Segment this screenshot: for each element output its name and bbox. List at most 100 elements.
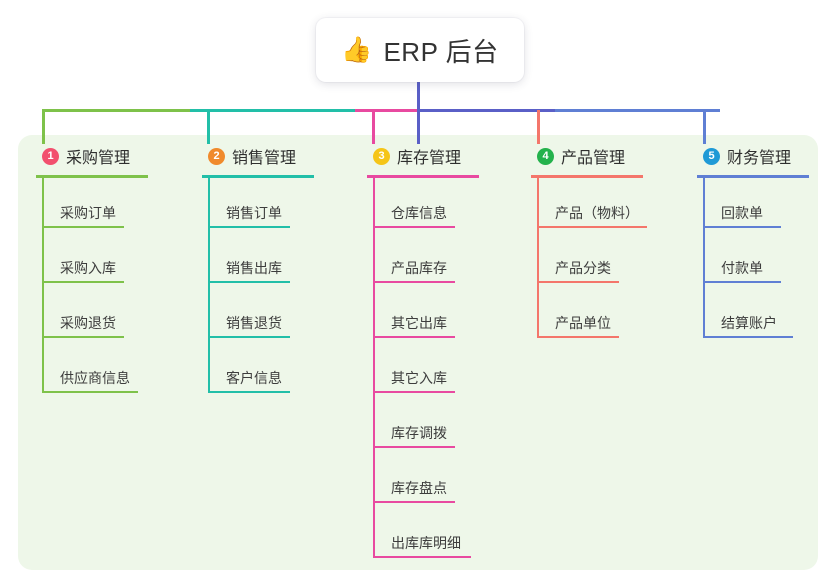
leaf-item-label: 采购入库 — [60, 260, 116, 276]
bus-segment-2 — [190, 109, 355, 112]
branch-stem-2 — [207, 110, 210, 144]
branch-column-4: 4 产品管理产品（物料） 产品分类产品单位 — [531, 144, 691, 343]
leaf-item-underline — [373, 501, 455, 503]
leaf-item-underline — [42, 391, 138, 393]
leaf-item-underline — [42, 281, 124, 283]
leaf-item[interactable]: 回款单 — [697, 178, 837, 233]
leaf-item[interactable]: 客户信息 — [202, 343, 352, 398]
leaf-item[interactable]: 出库库明细 — [367, 508, 522, 563]
leaf-item[interactable]: 采购入库 — [36, 233, 186, 288]
leaf-item-label: 出库库明细 — [391, 535, 461, 551]
branch-title-4: 产品管理 — [561, 150, 626, 167]
branch-title-5: 财务管理 — [727, 150, 792, 167]
leaf-item[interactable]: 产品（物料） — [531, 178, 691, 233]
leaf-item[interactable]: 产品分类 — [531, 233, 691, 288]
leaf-item[interactable]: 仓库信息 — [367, 178, 522, 233]
leaf-item[interactable]: 产品单位 — [531, 288, 691, 343]
leaf-item[interactable]: 库存盘点 — [367, 453, 522, 508]
leaf-item-underline — [373, 446, 455, 448]
leaf-item[interactable]: 库存调拨 — [367, 398, 522, 453]
branch-spine-2 — [208, 178, 210, 393]
branch-stem-4 — [537, 110, 540, 144]
branch-underline-1 — [36, 175, 148, 178]
leaf-item-label: 其它入库 — [391, 370, 447, 386]
leaf-item-label: 产品分类 — [555, 260, 611, 276]
leaf-item-label: 结算账户 — [721, 315, 777, 331]
leaf-item[interactable]: 销售退货 — [202, 288, 352, 343]
branch-items-5: 回款单付款单结算账户 — [697, 178, 837, 343]
branch-badge-3: 3 — [373, 147, 390, 165]
leaf-item-label: 库存调拨 — [391, 425, 447, 441]
branch-stem-1 — [42, 110, 45, 144]
leaf-item-underline — [373, 336, 455, 338]
leaf-item-underline — [703, 336, 793, 338]
branch-spine-1 — [42, 178, 44, 393]
branch-underline-4 — [531, 175, 643, 178]
branch-underline-3 — [367, 175, 479, 178]
branch-spine-3 — [373, 178, 375, 558]
leaf-item-underline — [208, 226, 290, 228]
trunk-connector — [417, 80, 420, 110]
leaf-item-underline — [537, 336, 619, 338]
leaf-item-label: 仓库信息 — [391, 205, 447, 221]
leaf-item[interactable]: 供应商信息 — [36, 343, 186, 398]
leaf-item-underline — [373, 391, 455, 393]
leaf-item-underline — [208, 281, 290, 283]
leaf-item-label: 供应商信息 — [60, 370, 130, 386]
leaf-item[interactable]: 销售订单 — [202, 178, 352, 233]
branch-underline-2 — [202, 175, 314, 178]
branch-badge-4: 4 — [537, 147, 554, 165]
leaf-item-label: 产品单位 — [555, 315, 611, 331]
bus-segment-3 — [355, 109, 418, 112]
branch-badge-1: 1 — [42, 147, 59, 165]
leaf-item[interactable]: 其它入库 — [367, 343, 522, 398]
bus-segment-5 — [555, 109, 720, 112]
branch-header-4[interactable]: 4 产品管理 — [531, 144, 691, 168]
root-node-title: ERP 后台 — [383, 36, 499, 67]
leaf-item-underline — [373, 556, 471, 558]
bus-segment-1 — [42, 109, 190, 112]
branch-items-1: 采购订单采购入库采购退货供应商信息 — [36, 178, 186, 398]
leaf-item-label: 销售退货 — [226, 315, 282, 331]
root-node-card[interactable]: 👍 ERP 后台 — [316, 18, 524, 82]
branch-stem-5 — [703, 110, 706, 144]
leaf-item[interactable]: 结算账户 — [697, 288, 837, 343]
leaf-item-label: 销售出库 — [226, 260, 282, 276]
branch-title-3: 库存管理 — [397, 150, 462, 167]
leaf-item[interactable]: 其它出库 — [367, 288, 522, 343]
leaf-item-label: 其它出库 — [391, 315, 447, 331]
leaf-item-underline — [703, 226, 781, 228]
leaf-item-underline — [537, 226, 647, 228]
branch-title-2: 销售管理 — [232, 150, 297, 167]
leaf-item[interactable]: 采购退货 — [36, 288, 186, 343]
leaf-item-label: 销售订单 — [226, 205, 282, 221]
branch-stem-3 — [372, 110, 375, 144]
leaf-item-label: 回款单 — [721, 205, 763, 221]
leaf-item-label: 客户信息 — [226, 370, 282, 386]
branch-header-3[interactable]: 3 库存管理 — [367, 144, 522, 168]
leaf-item-label: 库存盘点 — [391, 480, 447, 496]
branch-underline-5 — [697, 175, 809, 178]
branch-items-2: 销售订单销售出库销售退货客户信息 — [202, 178, 352, 398]
branch-column-3: 3 库存管理仓库信息产品库存其它出库其它入库库存调拨库存盘点出库库明细 — [367, 144, 522, 563]
leaf-item-label: 产品（物料） — [555, 205, 639, 221]
leaf-item-label: 采购订单 — [60, 205, 116, 221]
thumbs-up-icon: 👍 — [341, 35, 373, 64]
leaf-item[interactable]: 采购订单 — [36, 178, 186, 233]
leaf-item-underline — [703, 281, 781, 283]
leaf-item[interactable]: 产品库存 — [367, 233, 522, 288]
leaf-item[interactable]: 付款单 — [697, 233, 837, 288]
leaf-item[interactable]: 销售出库 — [202, 233, 352, 288]
leaf-item-underline — [537, 281, 619, 283]
leaf-item-underline — [373, 281, 455, 283]
bus-segment-4 — [418, 109, 555, 112]
leaf-item-label: 产品库存 — [391, 260, 447, 276]
leaf-item-label: 付款单 — [721, 260, 763, 276]
